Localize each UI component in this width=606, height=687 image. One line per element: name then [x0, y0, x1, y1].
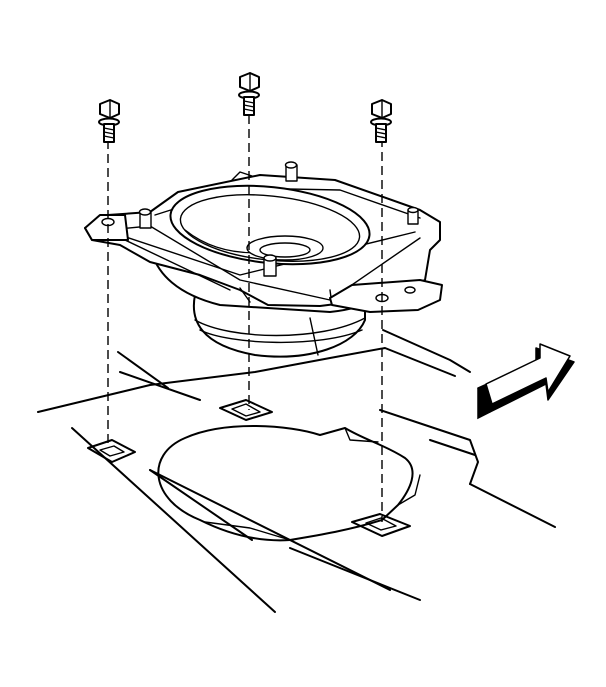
mounting-hole-center — [219, 399, 273, 421]
frame-post-right — [407, 206, 419, 225]
bolt-right — [370, 99, 392, 143]
mounting-ear-left — [84, 214, 129, 241]
alignment-lines — [107, 115, 383, 522]
speaker-assembly — [84, 161, 443, 358]
bolt-center — [238, 72, 260, 116]
frame-post-front — [263, 254, 277, 277]
mounting-hole-right — [351, 513, 411, 537]
frame-post-left — [138, 208, 152, 229]
mounting-tab-right — [329, 279, 443, 313]
mounting-hole-left — [87, 439, 136, 463]
frame-post-rear — [284, 161, 298, 182]
forward-arrow-icon — [477, 343, 575, 420]
bolt-left — [98, 99, 120, 143]
mounting-panel — [37, 329, 556, 613]
